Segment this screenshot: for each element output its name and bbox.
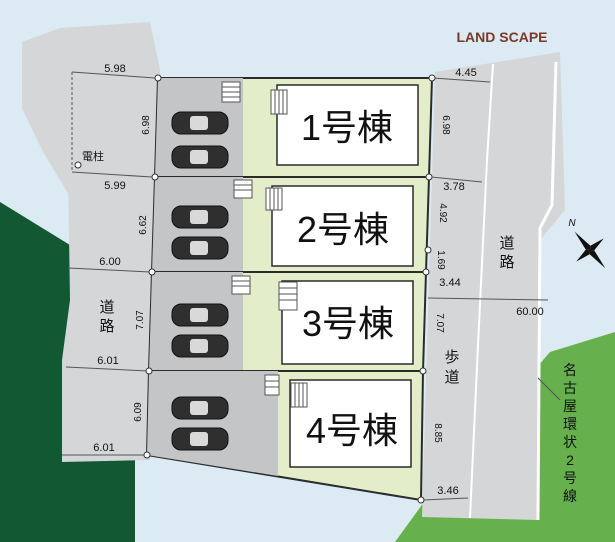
highway-char-3: 屋 bbox=[563, 398, 577, 414]
side-4-label: 7.07 bbox=[434, 313, 445, 333]
north-label: N bbox=[568, 218, 576, 229]
utility-pole-icon bbox=[74, 161, 82, 169]
side-5-label: 8.85 bbox=[432, 423, 443, 443]
entrance-stairs bbox=[221, 81, 280, 396]
side-2-label: 4.92 bbox=[437, 203, 448, 223]
rear-2-label: 3.78 bbox=[443, 181, 464, 193]
lot-3-label: 3号棟 bbox=[302, 303, 394, 344]
frontage-2-label: 5.99 bbox=[104, 180, 125, 192]
sidewalk-curb bbox=[469, 63, 494, 519]
highway-char-7: 号 bbox=[563, 470, 577, 486]
highway-leader-line bbox=[537, 377, 561, 401]
highway-char-8: 線 bbox=[563, 488, 577, 504]
road-left-char-1: 道 bbox=[99, 299, 114, 316]
lot-4-house bbox=[289, 379, 412, 468]
side-1-label: 6.98 bbox=[440, 115, 451, 135]
lot-1-house bbox=[276, 84, 419, 166]
highway-char-4: 環 bbox=[563, 416, 577, 432]
house-stairs bbox=[265, 89, 308, 408]
lot-4-parking bbox=[147, 371, 278, 476]
road-west bbox=[62, 168, 160, 462]
pole-label: 電柱 bbox=[82, 149, 104, 163]
road-width-label: 60.00 bbox=[516, 306, 544, 318]
rear-1-label: 4.45 bbox=[455, 67, 476, 79]
lot-3-house bbox=[281, 280, 414, 365]
rear-4-label: 3.46 bbox=[437, 485, 458, 497]
road-east-edge bbox=[536, 61, 558, 521]
depth-3-label: 7.07 bbox=[135, 310, 146, 330]
sidewalk-char-2: 道 bbox=[444, 369, 459, 386]
frontage-4-label: 6.01 bbox=[97, 355, 118, 367]
lot-1-label: 1号棟 bbox=[301, 107, 393, 148]
lot-2-house bbox=[271, 185, 414, 267]
brand-title: LAND SCAPE bbox=[456, 29, 547, 45]
rear-3-label: 3.44 bbox=[439, 277, 460, 289]
road-left-char-2: 路 bbox=[99, 318, 114, 335]
highway-char-2: 古 bbox=[563, 380, 577, 396]
frontage-5-label: 6.01 bbox=[93, 442, 114, 454]
road-right-char-2: 路 bbox=[499, 254, 514, 271]
car-windows bbox=[190, 116, 208, 446]
highway-char-1: 名 bbox=[563, 362, 577, 378]
north-arrow-icon bbox=[574, 231, 606, 269]
frontage-3-label: 6.00 bbox=[99, 256, 120, 268]
side-3-label: 1.69 bbox=[435, 250, 446, 270]
highway-char-6: 2 bbox=[566, 452, 574, 468]
road-upper-left bbox=[22, 22, 160, 200]
sidewalk-char-1: 歩 bbox=[444, 349, 459, 366]
frontage-1-label: 5.98 bbox=[104, 63, 125, 75]
highway-char-5: 状 bbox=[563, 434, 577, 450]
lot-2-label: 2号棟 bbox=[297, 209, 389, 250]
lot-4-label: 4号棟 bbox=[306, 410, 398, 451]
road-east bbox=[422, 52, 565, 520]
dimension-points bbox=[143, 74, 436, 504]
depth-1-label: 6.98 bbox=[141, 115, 152, 135]
dimension-lines bbox=[62, 71, 549, 501]
depth-2-label: 6.62 bbox=[138, 215, 149, 235]
depth-4-label: 6.09 bbox=[133, 402, 144, 422]
road-right-char-1: 道 bbox=[499, 235, 514, 252]
